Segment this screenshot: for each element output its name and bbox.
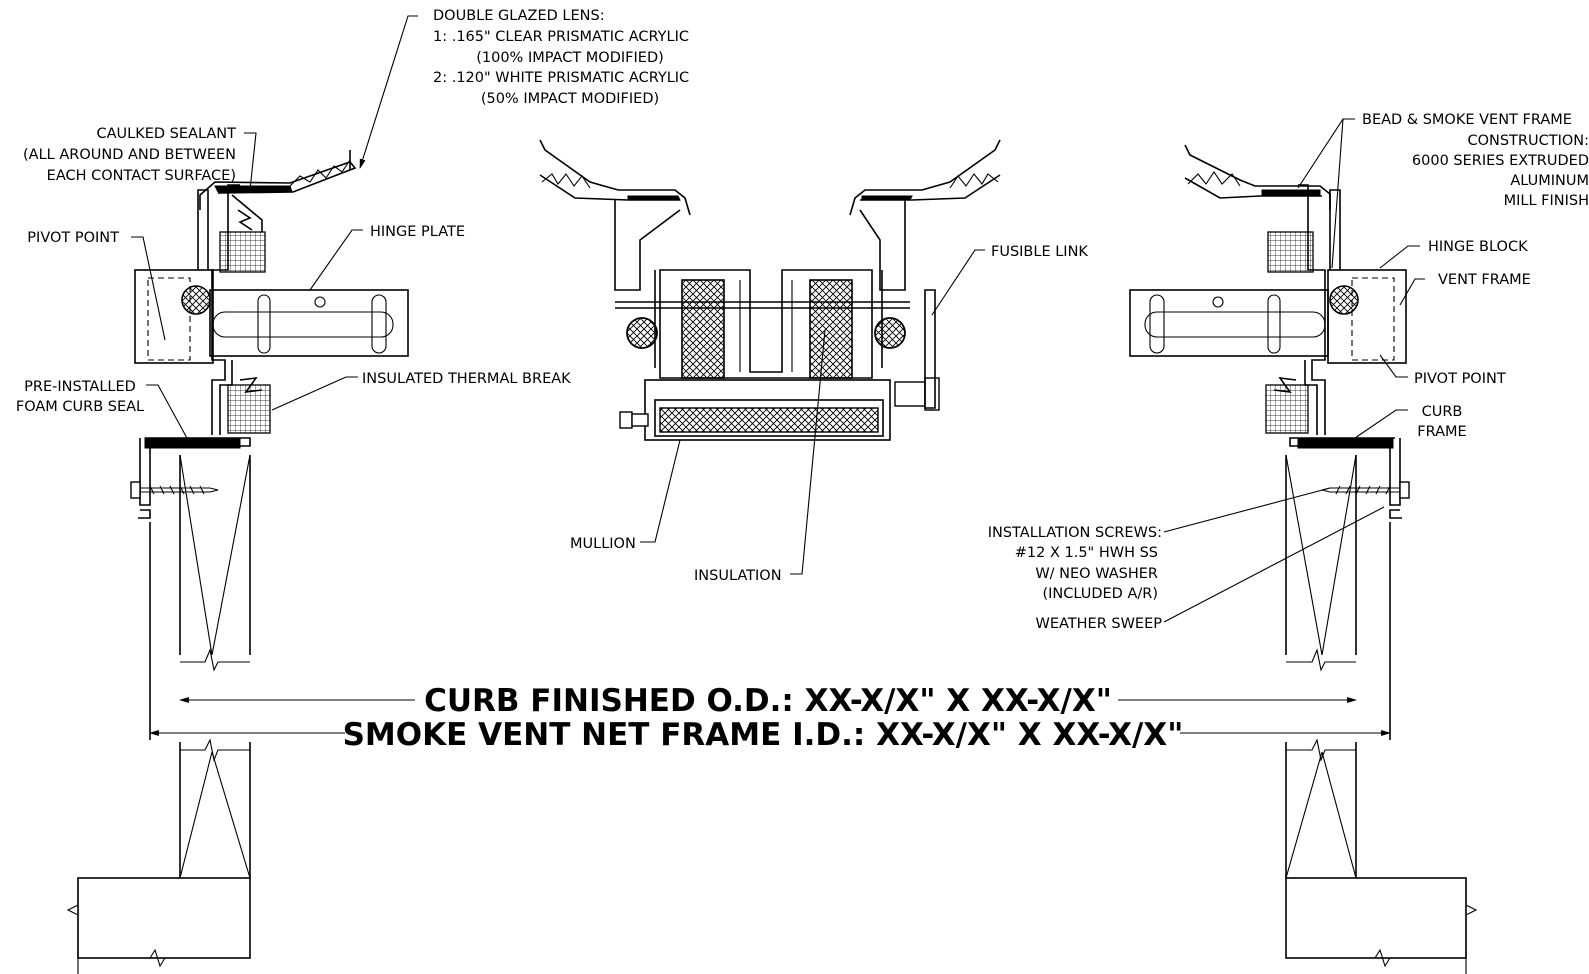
curb-frame-line-1: CURB bbox=[1422, 404, 1463, 420]
weather-sweep-label: WEATHER SWEEP bbox=[1035, 616, 1162, 632]
left-pivot-circle bbox=[181, 285, 211, 315]
pivot-point-right-label: PIVOT POINT bbox=[1414, 371, 1506, 387]
vent-id-dimension: SMOKE VENT NET FRAME I.D.: XX-X/X" X XX-… bbox=[343, 717, 1184, 753]
bead-line-2: CONSTRUCTION: bbox=[1467, 133, 1589, 149]
right-vent-frame-extrusion bbox=[1265, 184, 1341, 435]
insulation-right bbox=[809, 279, 853, 379]
left-curb-assembly bbox=[66, 150, 409, 974]
sealant-line-3: EACH CONTACT SURFACE) bbox=[47, 168, 236, 184]
bead-line-5: MILL FINISH bbox=[1504, 193, 1589, 209]
left-installation-screw bbox=[130, 481, 219, 740]
annotation-labels: DOUBLE GLAZED LENS: 1: .165" CLEAR PRISM… bbox=[16, 8, 1589, 632]
vent-frame-label: VENT FRAME bbox=[1438, 272, 1531, 288]
fusible-link-bracket bbox=[924, 289, 936, 409]
mullion-label: MULLION bbox=[570, 536, 636, 552]
left-lens bbox=[199, 150, 357, 210]
right-installation-screw bbox=[1321, 481, 1410, 740]
dimension-lines: CURB FINISHED O.D.: XX-X/X" X XX-X/X" SM… bbox=[149, 683, 1391, 753]
sealant-line-2: (ALL AROUND AND BETWEEN bbox=[23, 147, 236, 163]
right-foam-seal bbox=[1297, 437, 1394, 449]
left-wood-curb bbox=[66, 454, 251, 974]
right-curb-assembly bbox=[1129, 144, 1478, 974]
mullion-pivot-left bbox=[626, 317, 658, 349]
hinge-plate-label: HINGE PLATE bbox=[370, 224, 465, 240]
bead-line-4: ALUMINUM bbox=[1510, 173, 1589, 189]
screws-line-4: (INCLUDED A/R) bbox=[1042, 586, 1158, 602]
fusible-link-label: FUSIBLE LINK bbox=[991, 244, 1088, 260]
insulation-left bbox=[681, 279, 725, 379]
foam-line-2: FOAM CURB SEAL bbox=[16, 399, 144, 415]
insulation-bottom bbox=[659, 407, 879, 433]
foam-line-1: PRE-INSTALLED bbox=[24, 379, 136, 395]
right-hinge-plate bbox=[1129, 289, 1329, 357]
screws-line-1: INSTALLATION SCREWS: bbox=[988, 525, 1162, 541]
mullion-pivot-right bbox=[874, 317, 906, 349]
screws-line-3: W/ NEO WASHER bbox=[1035, 566, 1158, 582]
insulation-label: INSULATION bbox=[694, 568, 782, 584]
pivot-point-left-label: PIVOT POINT bbox=[27, 230, 119, 246]
curb-od-dimension: CURB FINISHED O.D.: XX-X/X" X XX-X/X" bbox=[424, 683, 1112, 719]
center-mullion-assembly bbox=[539, 139, 1001, 441]
left-hinge-block bbox=[134, 269, 214, 364]
left-foam-seal bbox=[144, 437, 241, 449]
lens-line-4: (50% IMPACT MODIFIED) bbox=[481, 91, 659, 107]
screws-line-2: #12 X 1.5" HWH SS bbox=[1015, 545, 1158, 561]
bead-line-3: 6000 SERIES EXTRUDED bbox=[1412, 153, 1589, 169]
left-vent-frame-extrusion bbox=[197, 184, 271, 435]
sealant-line-1: CAULKED SEALANT bbox=[97, 126, 237, 142]
mullion-channel bbox=[659, 269, 873, 379]
lens-line-1: 1: .165" CLEAR PRISMATIC ACRYLIC bbox=[433, 29, 689, 45]
curb-frame-line-2: FRAME bbox=[1417, 424, 1466, 440]
lens-title: DOUBLE GLAZED LENS: bbox=[433, 8, 605, 24]
lens-line-2: (100% IMPACT MODIFIED) bbox=[476, 50, 664, 66]
left-hinge-plate bbox=[209, 289, 409, 357]
thermal-break-label: INSULATED THERMAL BREAK bbox=[362, 371, 571, 387]
leader-lines bbox=[131, 15, 1425, 623]
bead-line-1: BEAD & SMOKE VENT FRAME bbox=[1362, 112, 1572, 128]
right-wood-curb bbox=[1285, 454, 1478, 974]
hinge-block-label: HINGE BLOCK bbox=[1428, 239, 1528, 255]
right-lens bbox=[1184, 144, 1331, 210]
right-pivot-circle bbox=[1329, 285, 1359, 315]
lens-line-3: 2: .120" WHITE PRISMATIC ACRYLIC bbox=[433, 70, 689, 86]
